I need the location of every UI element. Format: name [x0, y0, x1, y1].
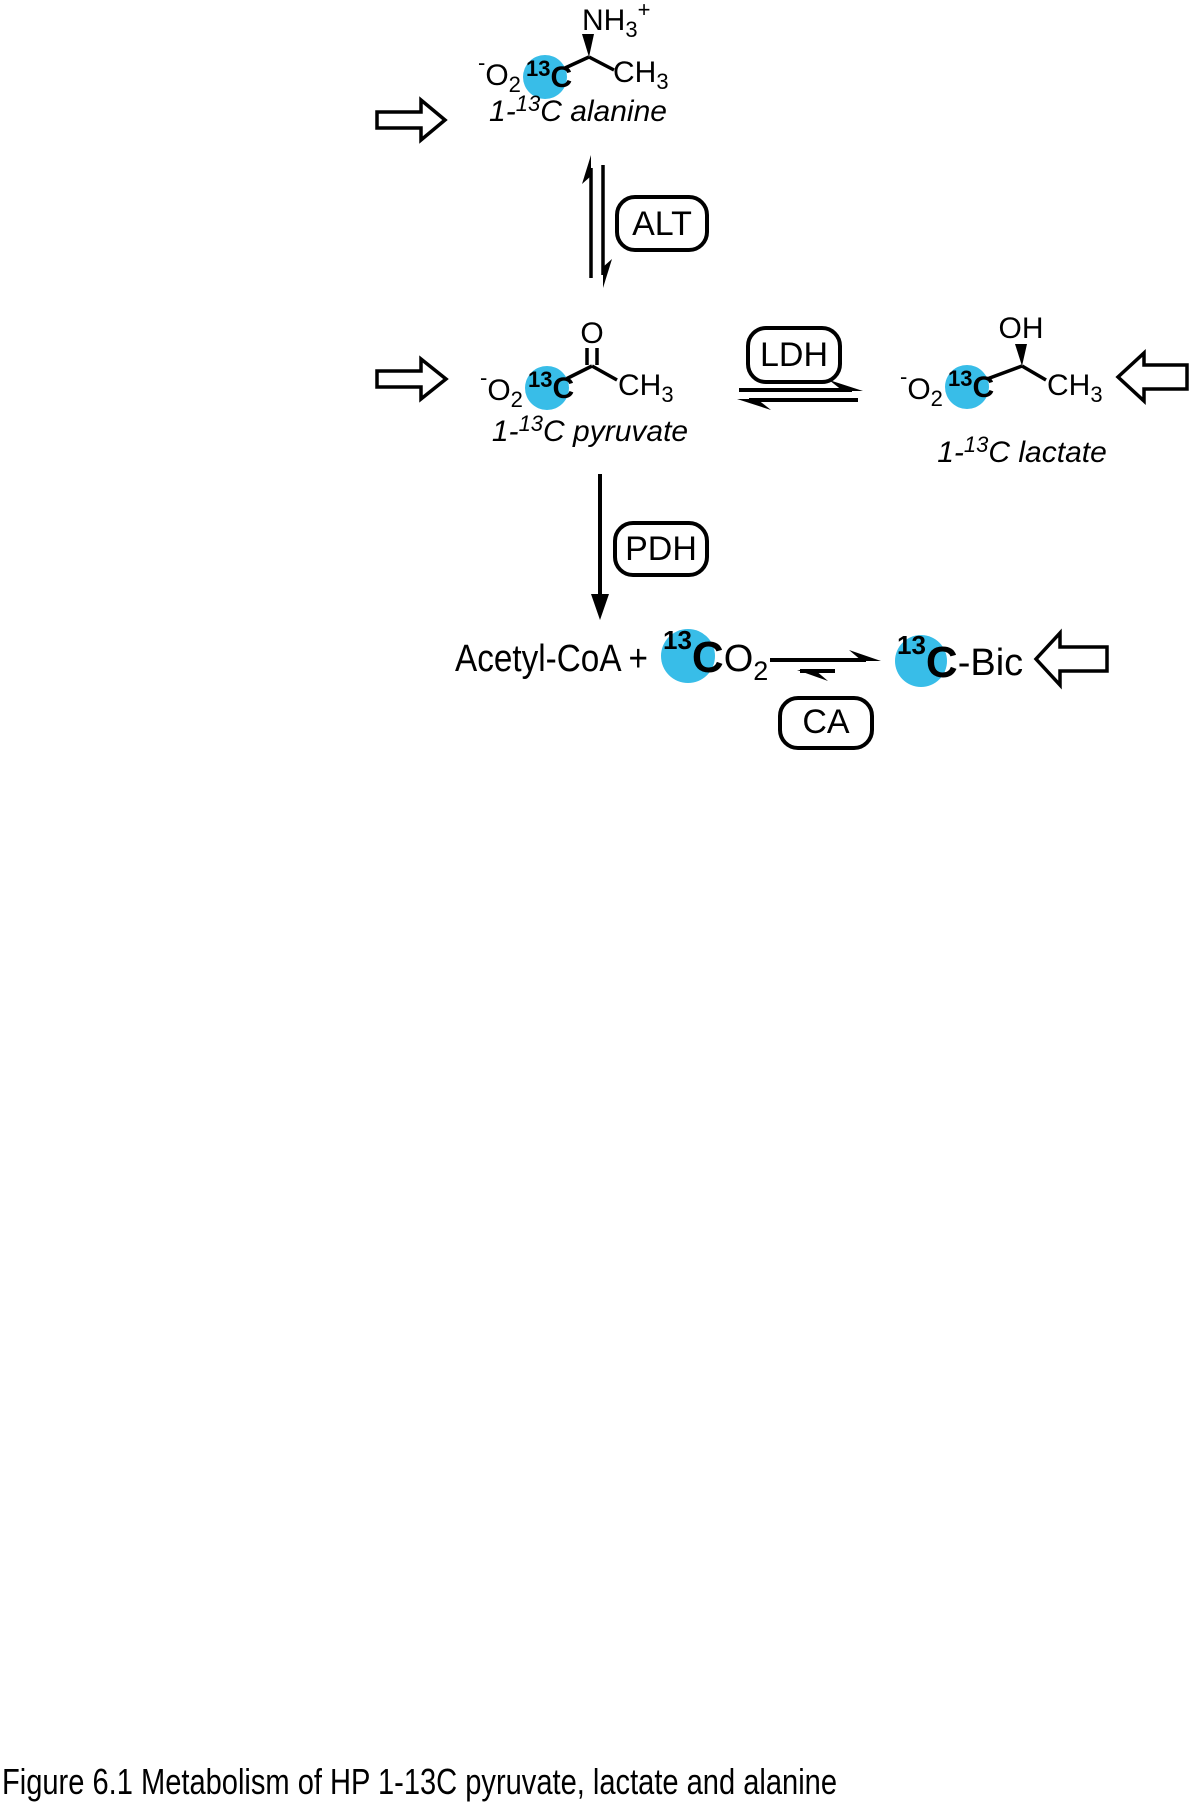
alanine-isotope-carbon-label: 13C [526, 56, 572, 94]
ldh-equilibrium-arrows-icon [737, 380, 863, 410]
alt-equilibrium-arrows-icon [582, 155, 612, 288]
alanine-isotope-highlight [523, 55, 567, 99]
pyruvate-name: 1-13C pyruvate [492, 411, 688, 448]
co2-label: 13CO2 [663, 625, 768, 686]
alanine-bond-carboxyl [564, 55, 590, 70]
pdh-reaction-arrow-icon [591, 474, 609, 620]
alanine-amine-label: NH3+ [582, 0, 650, 42]
pdh-enzyme-box: PDH [613, 521, 709, 577]
pyruvate-methyl-label: CH3 [618, 369, 674, 407]
co2-isotope-highlight [661, 629, 715, 683]
pyruvate-inflow-arrow-icon [375, 355, 449, 403]
pyruvate-isotope-highlight [525, 366, 569, 410]
bicarbonate-inflow-arrow-icon [1033, 628, 1109, 690]
lactate-isotope-carbon-label: 13C [948, 366, 994, 404]
lactate-hydroxyl-label: OH [999, 312, 1044, 345]
lactate-inflow-arrow-icon [1115, 349, 1189, 405]
lactate-methyl-label: CH3 [1047, 369, 1103, 407]
ca-enzyme-box: CA [778, 696, 874, 750]
lactate-structure: OH 13C -O2 CH3 1-13C lactate [900, 312, 1107, 469]
alanine-inflow-arrow-icon [375, 96, 448, 144]
alanine-carboxylate-label: -O2 [478, 50, 521, 97]
ldh-enzyme-label: LDH [760, 336, 828, 374]
alanine-name: 1-13C alanine [489, 91, 667, 128]
pdh-products-equation: Acetyl-CoA+ 13CO2 13C-Bic [455, 625, 1023, 687]
ldh-enzyme-box: LDH [746, 326, 842, 384]
bicarbonate-label: 13C-Bic [897, 630, 1023, 687]
lactate-wedge-bond [1015, 344, 1027, 366]
lactate-isotope-highlight [945, 365, 989, 409]
alt-enzyme-box: ALT [615, 195, 709, 252]
bicarbonate-isotope-highlight [895, 635, 947, 687]
pyruvate-carbonyl-oxygen-label: O [580, 317, 603, 350]
lactate-name: 1-13C lactate [937, 432, 1107, 469]
ca-equilibrium-arrows-icon [770, 650, 881, 681]
alanine-structure: NH3+ 13C -O2 CH3 1-13C alanine [478, 0, 669, 128]
alanine-bond-methyl [588, 55, 615, 72]
lactate-carboxylate-label: -O2 [900, 364, 943, 411]
pyruvate-bond-carboxyl [565, 364, 593, 381]
lactate-bond-carboxyl [986, 364, 1023, 381]
acetyl-coa-label: Acetyl-CoA+ [455, 638, 648, 680]
pdh-enzyme-label: PDH [625, 530, 697, 568]
pyruvate-isotope-carbon-label: 13C [528, 367, 574, 405]
ca-enzyme-label: CA [802, 703, 850, 741]
alanine-wedge-bond [582, 34, 594, 57]
lactate-bond-methyl [1021, 364, 1047, 382]
alanine-methyl-label: CH3 [613, 56, 669, 94]
pyruvate-carboxylate-label: -O2 [480, 365, 523, 412]
alt-enzyme-label: ALT [632, 205, 692, 243]
pyruvate-structure: O 13C -O2 CH3 1-13C pyruvate [480, 317, 688, 448]
figure-caption: Figure 6.1 Metabolism of HP 1-13C pyruva… [2, 1761, 837, 1802]
pyruvate-bond-methyl [591, 364, 618, 382]
